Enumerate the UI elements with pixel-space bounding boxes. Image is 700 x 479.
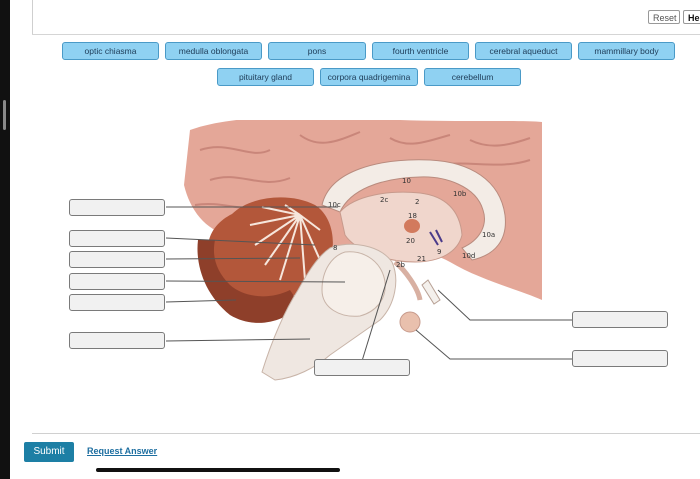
label-chip-cerebral-aqueduct[interactable]: cerebral aqueduct [475,42,572,60]
leader-line-7 [361,269,391,362]
mark-2c: 2c [380,196,388,204]
drop-target-1[interactable] [69,199,165,216]
mark-10: 10 [402,177,411,185]
request-answer-link[interactable]: Request Answer [87,446,158,456]
mark-2: 2 [415,198,419,206]
device-edge [0,0,10,479]
brain-photo: 10 10b 10c 2c 2 18 20 21 9 10a 10d 2b 8 [184,120,542,381]
label-chip-fourth-ventricle[interactable]: fourth ventricle [372,42,469,60]
reset-button[interactable]: Reset [648,10,680,24]
drop-target-8[interactable] [572,311,668,328]
device-notch [3,100,6,130]
ventricle-mark [429,229,443,246]
label-chip-pituitary-gland[interactable]: pituitary gland [217,68,314,86]
pons-region [321,251,386,317]
drop-target-9[interactable] [572,350,668,367]
drop-target-4[interactable] [69,273,165,290]
mark-18: 18 [408,212,417,220]
drop-target-7[interactable] [314,359,410,376]
label-chip-mammillary-body[interactable]: mammillary body [578,42,675,60]
leader-line-2 [165,237,316,246]
leader-lines [165,206,572,362]
drop-target-5[interactable] [69,294,165,311]
drop-target-2[interactable] [69,230,165,247]
label-chip-medulla-oblongata[interactable]: medulla oblongata [165,42,262,60]
optic-chiasma-structure [421,279,441,305]
label-chip-cerebellum[interactable]: cerebellum [424,68,521,86]
drop-target-6[interactable] [69,332,165,349]
number-marks: 10 10b 10c 2c 2 18 20 21 9 10a 10d 2b 8 [328,177,495,269]
corpus-callosum [321,159,506,261]
mark-2b: 2b [396,261,405,269]
mark-10a: 10a [482,231,495,239]
mark-10c: 10c [328,201,341,209]
mark-9: 9 [437,248,441,256]
leader-line-4 [165,280,346,283]
mark-10b: 10b [453,190,467,198]
leader-line-3 [165,257,301,260]
intermediate-mass [404,219,420,233]
mark-21: 21 [417,255,426,263]
mark-8: 8 [333,244,337,252]
label-chip-corpora-quadrigemina[interactable]: corpora quadrigemina [320,68,418,86]
pituitary-gland-structure [399,311,421,333]
gyri-pattern [194,131,531,210]
help-button[interactable]: He [683,10,700,24]
mark-10d: 10d [462,252,475,260]
infundibulum [393,260,423,301]
leader-line-9 [415,329,572,360]
submit-button[interactable]: Submit [24,442,74,462]
leader-line-8 [437,289,572,321]
drop-target-3[interactable] [69,251,165,268]
cerebellum-lower [197,240,300,323]
leader-line-6 [165,338,311,342]
leader-line-5 [165,299,237,303]
home-indicator [96,468,340,472]
arbor-vitae [249,204,321,281]
mark-20: 20 [406,237,415,245]
label-chip-optic-chiasma[interactable]: optic chiasma [62,42,159,60]
label-chip-pons[interactable]: pons [268,42,366,60]
